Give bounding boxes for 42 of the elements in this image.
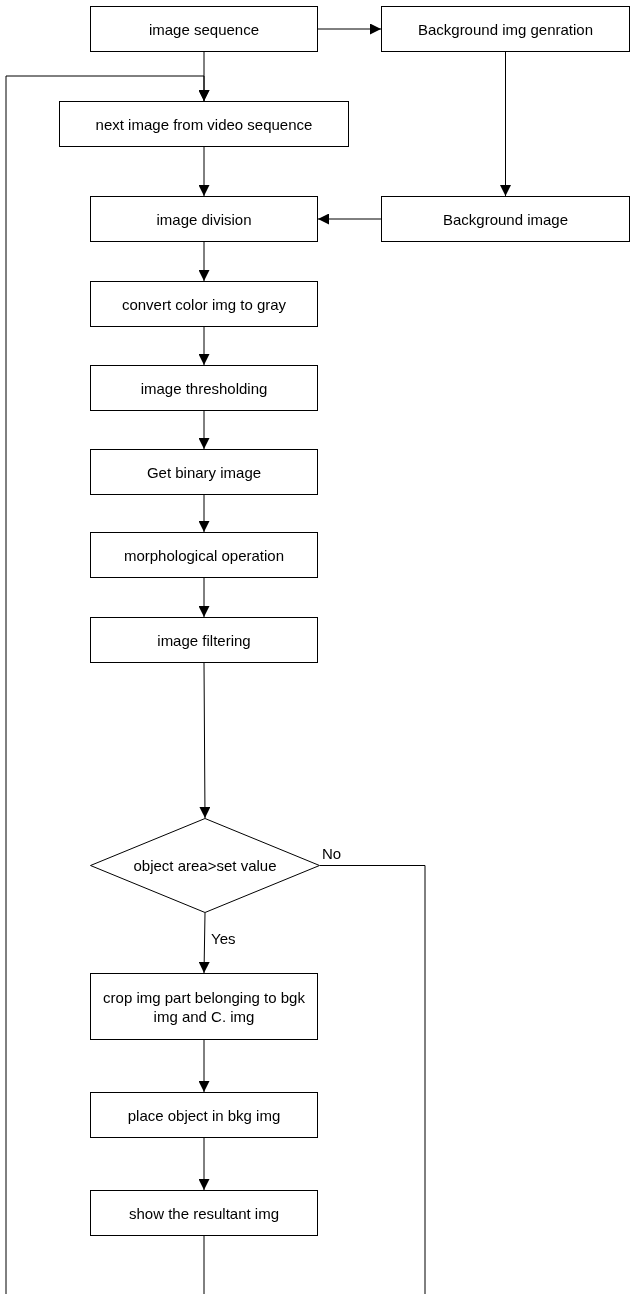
connector-line: [319, 865, 426, 1294]
arrow: [500, 51, 511, 197]
process-box: [90, 1092, 318, 1138]
node-label: place object in bkg img: [126, 1105, 282, 1125]
process-box: [90, 365, 318, 411]
arrow: [317, 213, 382, 225]
arrow: [198, 1039, 210, 1093]
node-label: morphological operation: [122, 545, 286, 565]
node-label: image filtering: [156, 630, 252, 650]
process-box: [90, 532, 318, 578]
node-label: show the resultant img: [127, 1203, 281, 1223]
arrow: [198, 577, 210, 618]
connector-line: [203, 1235, 205, 1294]
process-box: [90, 449, 318, 495]
process-box: [90, 1190, 318, 1236]
node-label: image division: [155, 209, 253, 229]
decision-diamond: [90, 818, 320, 913]
node-label: Background img genration: [416, 19, 595, 39]
arrow: [198, 326, 210, 366]
arrow: [198, 912, 210, 974]
node-label: image sequence: [147, 19, 261, 39]
process-box: [381, 196, 630, 242]
connector-line: [5, 75, 210, 1294]
arrow: [198, 146, 210, 197]
node-label: Get binary image: [145, 462, 263, 482]
node-label: convert color img to gray: [120, 294, 288, 314]
node-label: next image from video sequence: [94, 114, 314, 134]
node-label: image thresholding: [139, 378, 269, 398]
process-box: [381, 6, 630, 52]
process-box: [90, 6, 318, 52]
process-box: [59, 101, 349, 147]
node-label: Background image: [441, 209, 570, 229]
arrow: [198, 241, 210, 282]
process-box: [90, 196, 318, 242]
arrow: [317, 23, 382, 35]
node-label: crop img part belonging to bgk img and C. img: [102, 987, 306, 1026]
process-box: [90, 617, 318, 663]
arrow: [198, 494, 210, 533]
arrow: [198, 410, 210, 450]
arrow: [198, 1137, 210, 1191]
process-box: [90, 281, 318, 327]
process-box: [90, 973, 318, 1040]
